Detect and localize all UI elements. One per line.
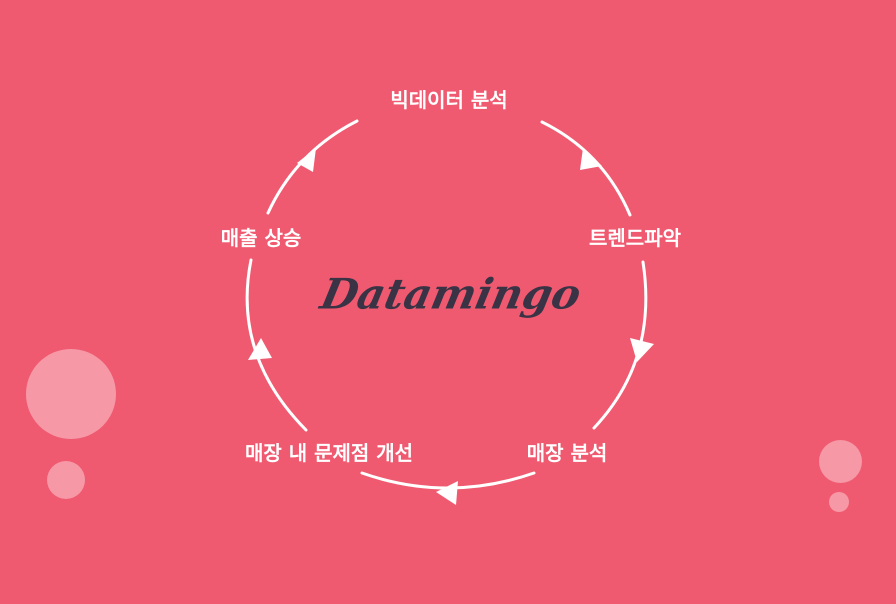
arrow-icon (630, 338, 654, 362)
cycle-step-bigdata: 빅데이터 분석 (390, 88, 508, 112)
arrow-icon (248, 338, 272, 360)
cycle-step-trend: 트렌드파악 (589, 226, 681, 250)
decor-bubble-large (26, 349, 116, 439)
ring-arc-4 (360, 471, 536, 490)
arrow-icon (436, 481, 458, 505)
arrow-icon (297, 148, 316, 172)
brand-logo: Datamingo (316, 269, 586, 319)
arrow-icon (580, 148, 602, 170)
ring-arc-5 (245, 258, 308, 432)
cycle-step-store-analysis: 매장 분석 (526, 441, 608, 465)
decor-bubble-tiny-right (829, 492, 849, 512)
cycle-step-sales-up: 매출 상승 (220, 226, 302, 250)
decor-bubble-medium-right (819, 440, 862, 483)
cycle-step-store-improve: 매장 내 문제점 개선 (244, 441, 414, 465)
decor-bubble-small (47, 461, 85, 499)
